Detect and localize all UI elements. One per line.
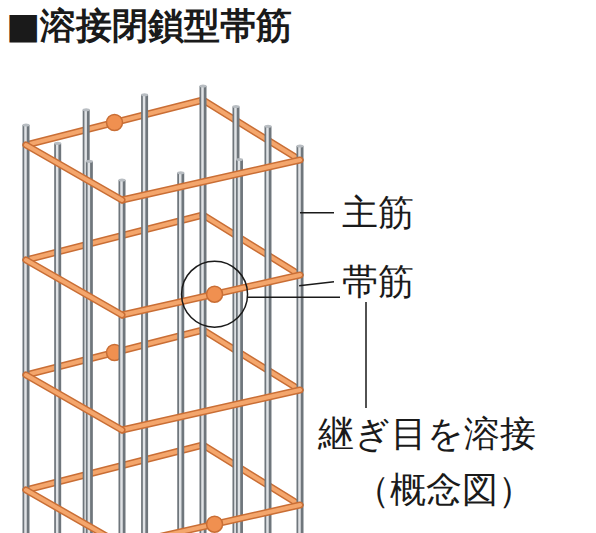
title: ■溶接閉鎖型帯筋: [6, 6, 292, 46]
part-label: 帯筋: [340, 262, 416, 302]
part-label: 主筋: [340, 193, 416, 233]
leader-line: [248, 297, 366, 408]
leader-line: [299, 282, 334, 286]
leader-line: [300, 212, 334, 214]
hoop-back: [26, 100, 300, 505]
main-bars: [23, 85, 304, 533]
weld-circle: [182, 261, 248, 327]
hoop-front: [26, 145, 300, 533]
note-label: （概念図）: [352, 470, 536, 510]
note-label: 継ぎ目を溶接: [316, 414, 538, 454]
